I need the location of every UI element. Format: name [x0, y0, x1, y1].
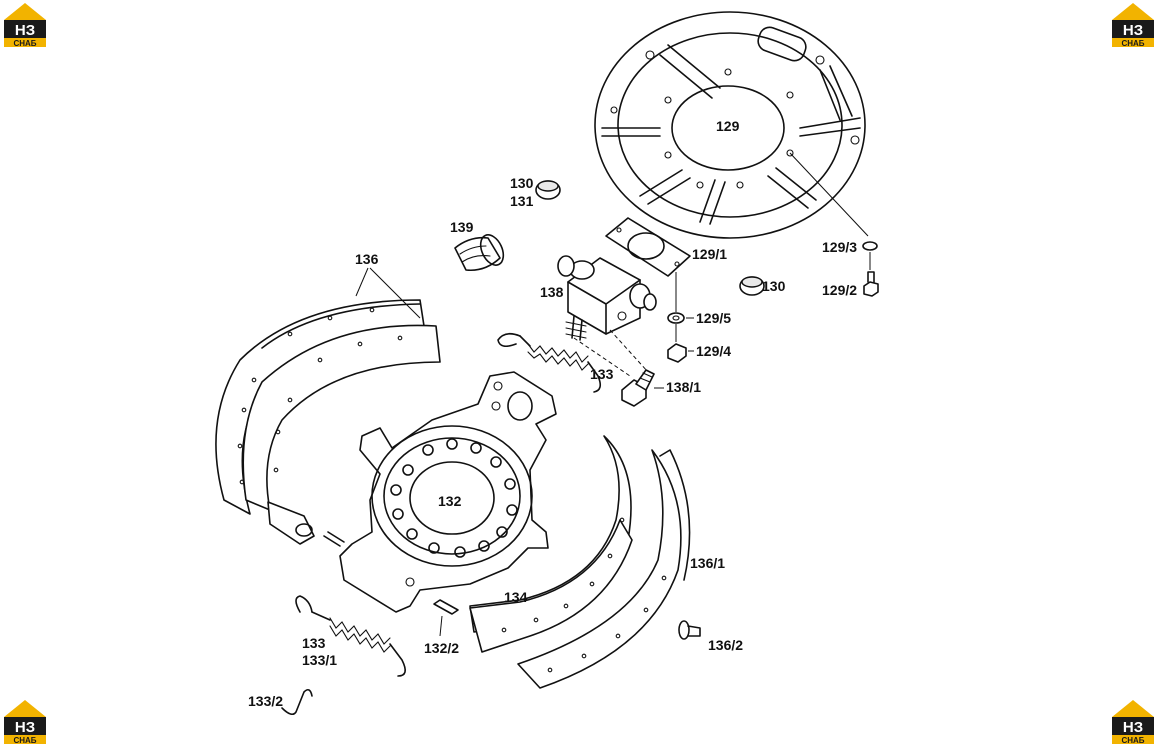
label-129-4: 129/4 — [696, 343, 731, 359]
brand-logo-bottom-left: НЗ СНАБ — [0, 697, 50, 745]
logo-caption: СНАБ — [13, 736, 36, 745]
label-131: 131 — [510, 193, 534, 209]
gasket-129-1 — [605, 217, 691, 277]
brand-logo-bottom-right: НЗ СНАБ — [1108, 697, 1158, 745]
washer-129-3 — [862, 241, 878, 251]
label-133-upper: 133 — [590, 366, 614, 382]
label-133-1: 133/1 — [302, 652, 337, 668]
label-133-2: 133/2 — [248, 693, 283, 709]
label-136-2: 136/2 — [708, 637, 743, 653]
logo-icon: НЗ СНАБ — [1112, 3, 1154, 48]
clip-133-2 — [281, 688, 313, 716]
label-133-lower: 133 — [302, 635, 326, 651]
label-130-upper: 130 — [510, 175, 534, 191]
rivet-136-2 — [678, 620, 701, 640]
label-129-3: 129/3 — [822, 239, 857, 255]
logo-mark: НЗ — [15, 719, 35, 736]
return-spring-133-lower — [295, 595, 406, 677]
label-130-lower: 130 — [762, 278, 786, 294]
bolt-138-1 — [621, 369, 655, 407]
label-134: 134 — [504, 589, 528, 605]
backing-plate-129 — [594, 11, 869, 239]
label-138-1: 138/1 — [666, 379, 701, 395]
label-129-1: 129/1 — [692, 246, 727, 262]
cap-130-lower — [739, 276, 765, 296]
cap-130-upper — [535, 180, 561, 200]
logo-mark: НЗ — [1123, 22, 1143, 39]
label-136: 136 — [355, 251, 379, 267]
nut-129-4 — [667, 324, 687, 363]
logo-caption: СНАБ — [13, 39, 36, 48]
label-132: 132 — [438, 493, 462, 509]
brake-lining-136-1 — [517, 449, 691, 689]
logo-caption: СНАБ — [1121, 39, 1144, 48]
brake-shoe-134 — [469, 435, 633, 653]
boot-139 — [454, 234, 505, 272]
label-129-5: 129/5 — [696, 310, 731, 326]
label-129-2: 129/2 — [822, 282, 857, 298]
logo-icon: НЗ СНАБ — [4, 700, 46, 745]
label-136-1: 136/1 — [690, 555, 725, 571]
pin-132-2 — [433, 599, 459, 637]
brand-logo-top-right: НЗ СНАБ — [1108, 0, 1158, 48]
label-132-2: 132/2 — [424, 640, 459, 656]
logo-icon: НЗ СНАБ — [1112, 700, 1154, 745]
brake-spider-132 — [339, 371, 557, 613]
logo-mark: НЗ — [1123, 719, 1143, 736]
brand-logo-top-left: НЗ СНАБ — [0, 0, 50, 48]
logo-icon: НЗ СНАБ — [4, 3, 46, 48]
screw-129-2 — [863, 252, 879, 297]
logo-caption: СНАБ — [1121, 736, 1144, 745]
label-139: 139 — [450, 219, 474, 235]
wheel-cylinder-138 — [557, 255, 657, 377]
washer-129-5 — [667, 272, 685, 324]
label-129: 129 — [716, 118, 740, 134]
return-spring-133-upper — [497, 332, 602, 393]
label-138: 138 — [540, 284, 564, 300]
logo-mark: НЗ — [15, 22, 35, 39]
brake-shoe-136-left — [215, 267, 441, 547]
